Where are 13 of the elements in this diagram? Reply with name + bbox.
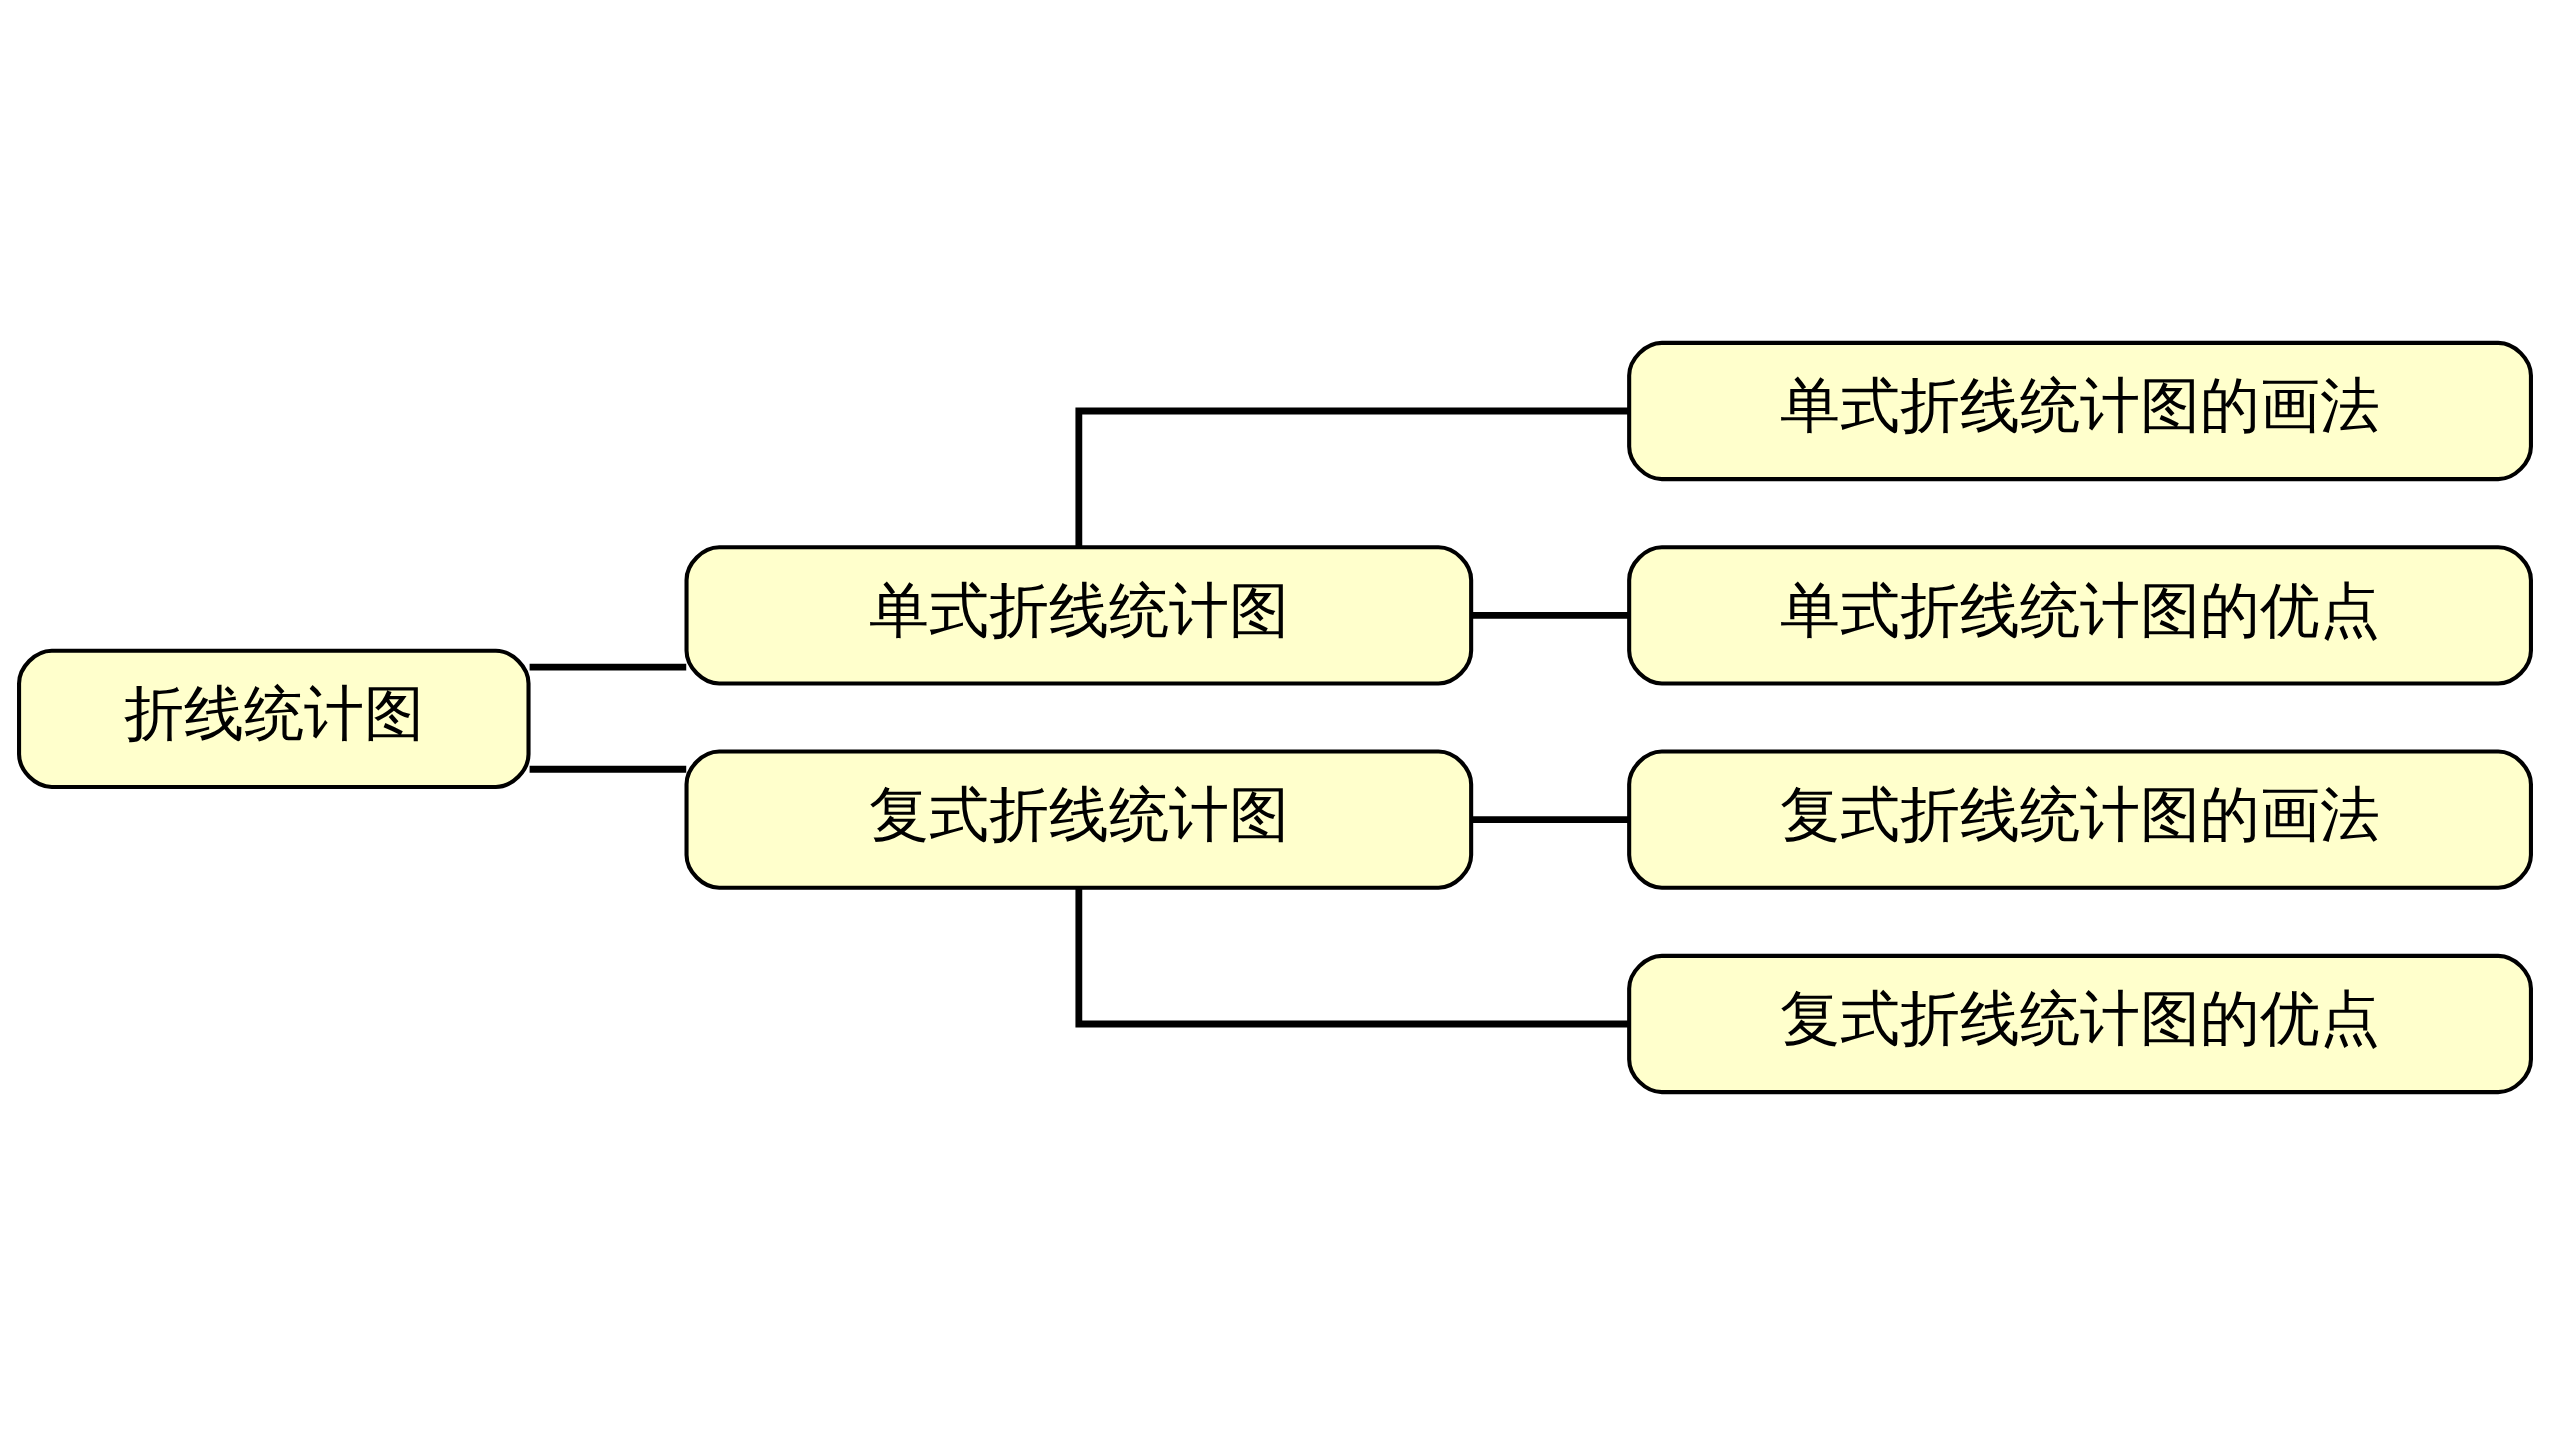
node-box: 复式折线统计图 — [684, 749, 1474, 890]
connector — [1075, 407, 1629, 546]
node-box: 复式折线统计图的优点 — [1627, 953, 2533, 1094]
connector — [529, 663, 687, 670]
connector — [1471, 611, 1629, 619]
node-box: 单式折线统计图的优点 — [1627, 544, 2533, 685]
node-box: 单式折线统计图 — [684, 544, 1474, 685]
connector — [1471, 815, 1629, 823]
connector — [529, 765, 687, 773]
node-box: 复式折线统计图的画法 — [1627, 749, 2533, 890]
connector — [1075, 888, 1629, 1027]
node-box: 折线统计图 — [17, 648, 531, 789]
node-box: 单式折线统计图的画法 — [1627, 340, 2533, 481]
